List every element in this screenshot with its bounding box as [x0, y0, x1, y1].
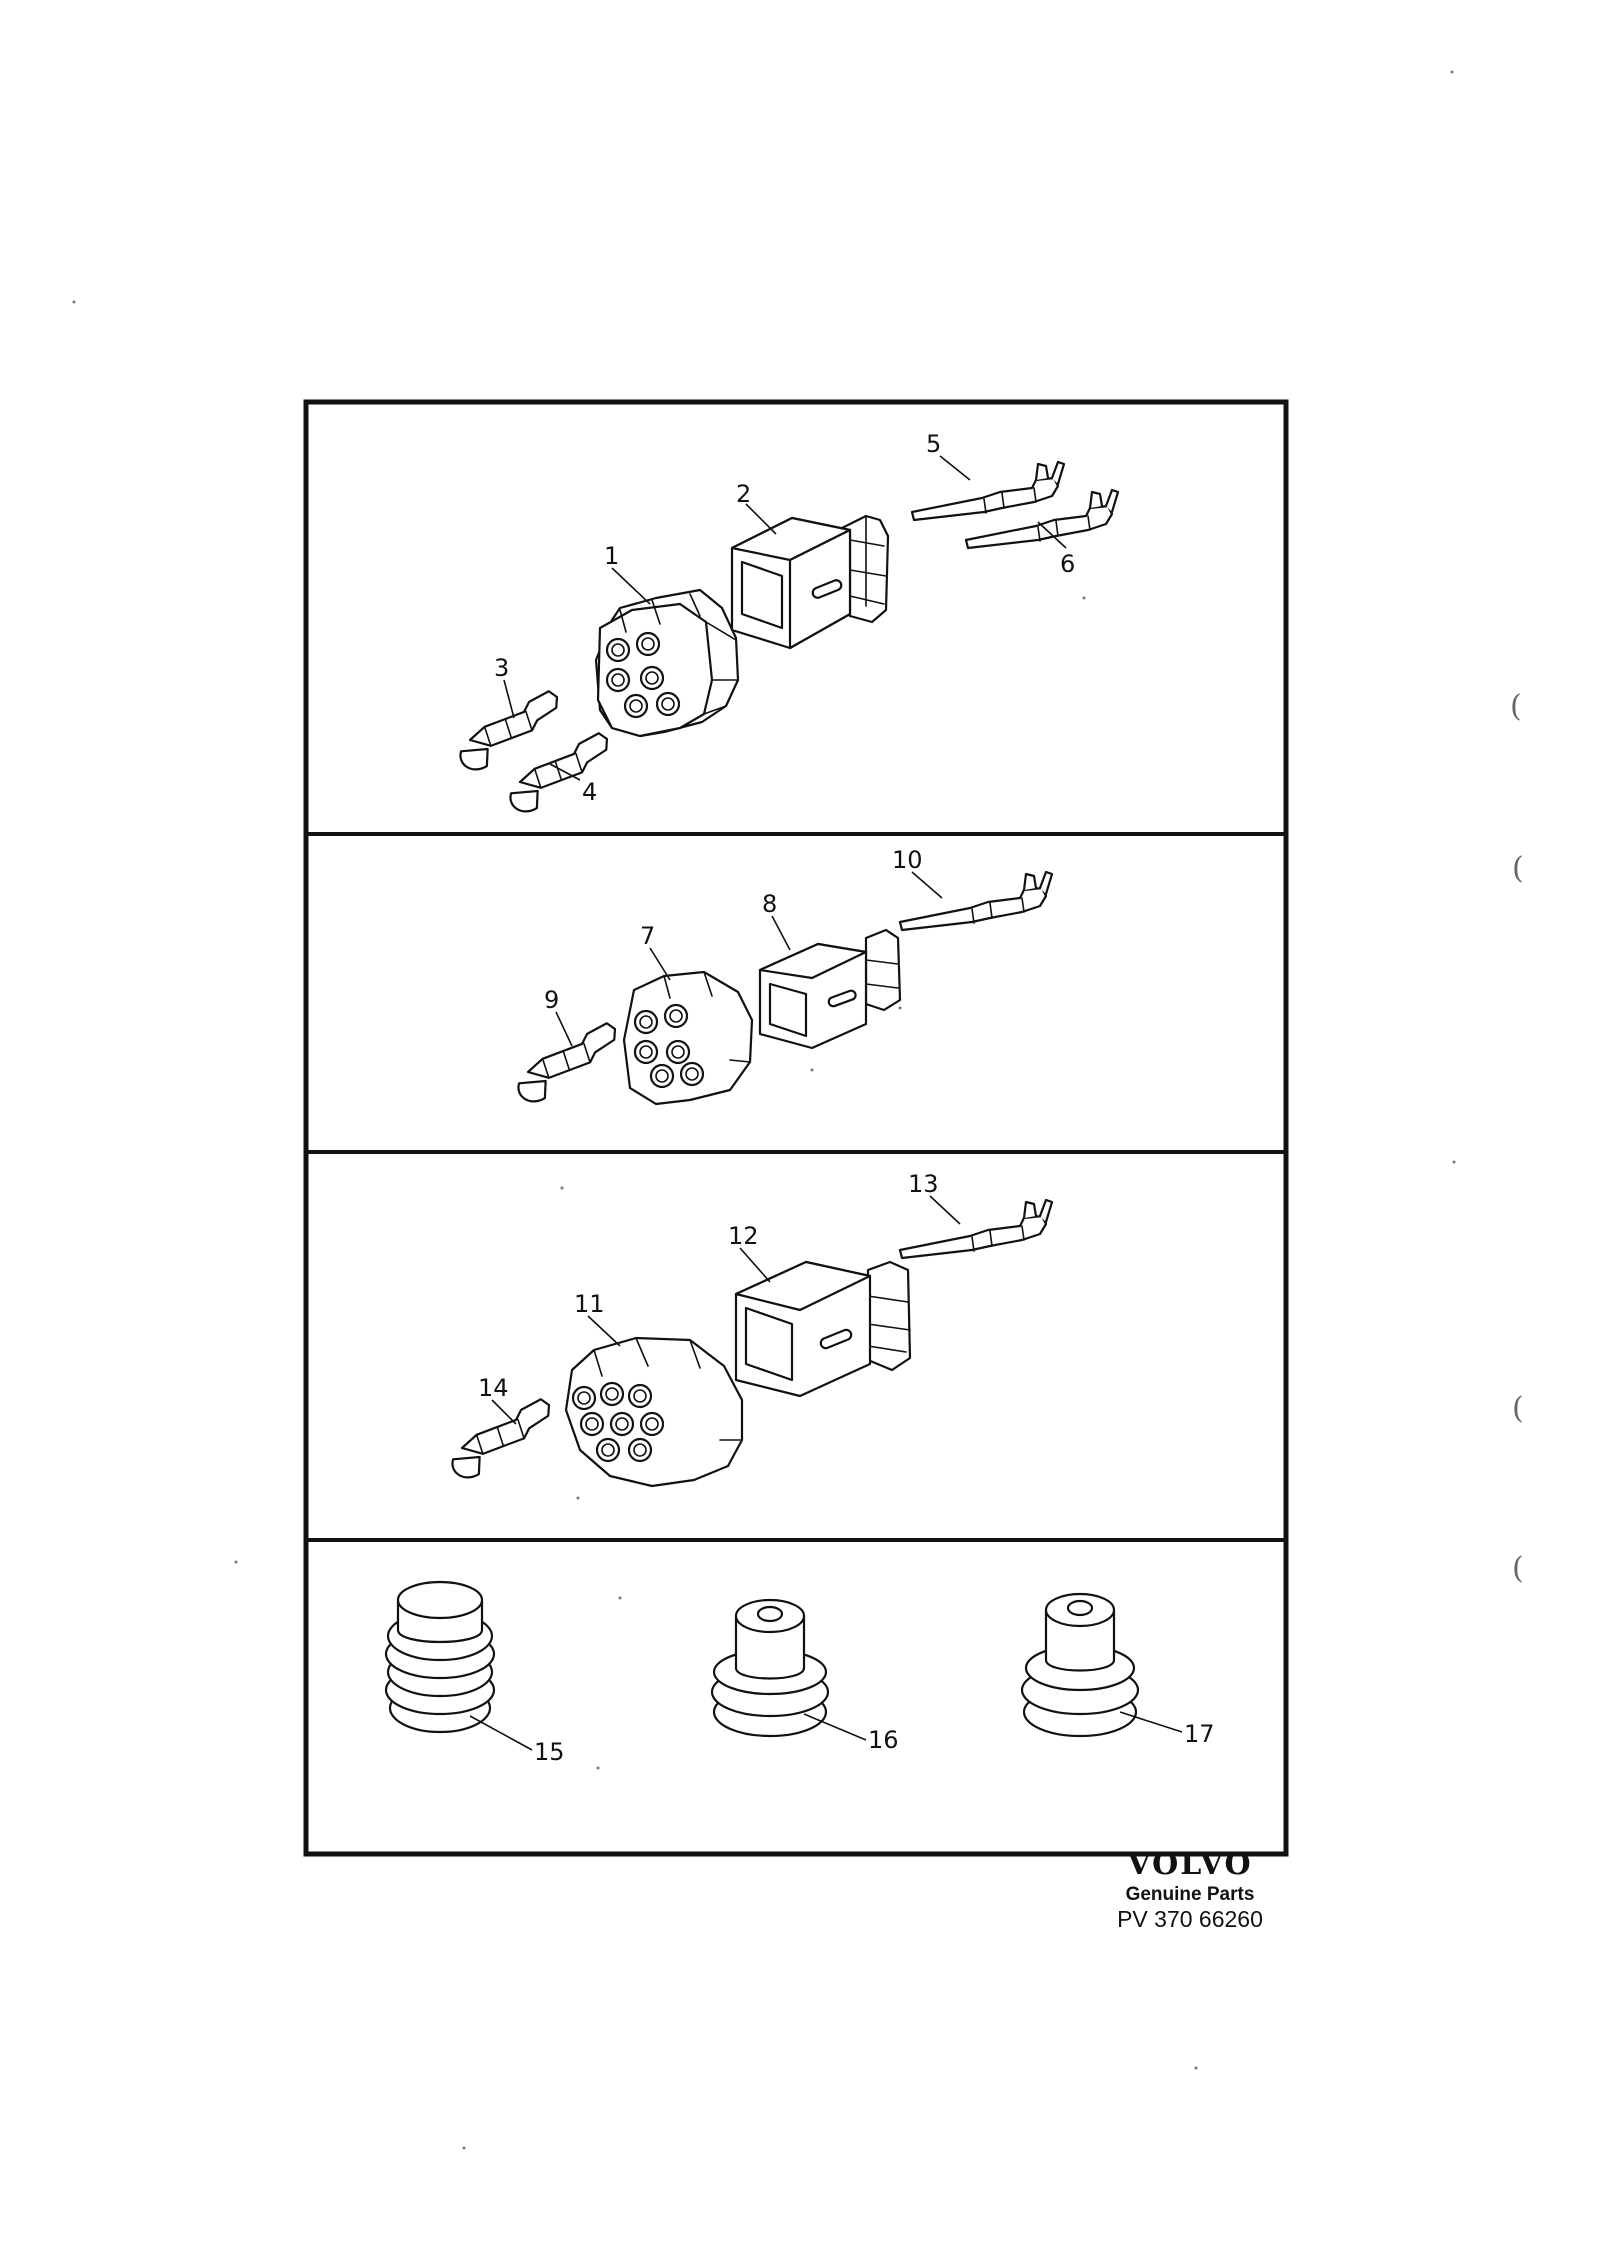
callout-9: 9 — [544, 986, 559, 1014]
callout-3: 3 — [494, 654, 509, 682]
part-number: PV 370 66260 — [1117, 1906, 1263, 1932]
brand-block: VOLVO Genuine Parts PV 370 66260 — [1100, 1847, 1280, 1933]
callout-16: 16 — [868, 1726, 899, 1754]
callout-7: 7 — [640, 922, 655, 950]
part-13-terminal — [898, 1198, 1054, 1260]
callout-10: 10 — [892, 846, 923, 874]
callout-4: 4 — [582, 778, 597, 806]
callout-15: 15 — [534, 1738, 565, 1766]
volvo-logo: VOLVO — [1127, 1847, 1253, 1882]
part-7-housing — [622, 970, 754, 1106]
leader-lines — [469, 455, 1183, 1751]
part-1-housing — [594, 588, 740, 738]
brand-tagline: Genuine Parts — [1125, 1884, 1255, 1905]
part-9-terminal — [506, 1020, 630, 1107]
margin-mark-2: ( — [1512, 851, 1524, 886]
callout-17: 17 — [1184, 1720, 1215, 1748]
callout-12: 12 — [728, 1222, 759, 1250]
part-8-plug — [758, 928, 902, 1050]
callout-2: 2 — [736, 480, 751, 508]
callout-11: 11 — [574, 1290, 605, 1318]
outer-frame — [303, 399, 1289, 1857]
part-5-terminal — [910, 460, 1066, 522]
callout-5: 5 — [926, 430, 941, 458]
margin-mark-1: ( — [1510, 689, 1522, 724]
part-11-housing — [564, 1336, 744, 1488]
part-12-plug — [734, 1260, 912, 1398]
part-2-plug — [730, 514, 890, 650]
part-16-seal — [710, 1598, 830, 1738]
scan-specks — [72, 70, 1456, 2150]
callout-13: 13 — [908, 1170, 939, 1198]
part-4-terminal — [498, 730, 622, 817]
callout-14: 14 — [478, 1374, 509, 1402]
callout-1: 1 — [604, 542, 619, 570]
margin-mark-4: ( — [1512, 1551, 1524, 1586]
callout-8: 8 — [762, 890, 777, 918]
margin-mark-3: ( — [1512, 1391, 1524, 1426]
part-15-seal — [384, 1580, 496, 1734]
callout-6: 6 — [1060, 550, 1075, 578]
part-17-seal — [1020, 1592, 1140, 1738]
